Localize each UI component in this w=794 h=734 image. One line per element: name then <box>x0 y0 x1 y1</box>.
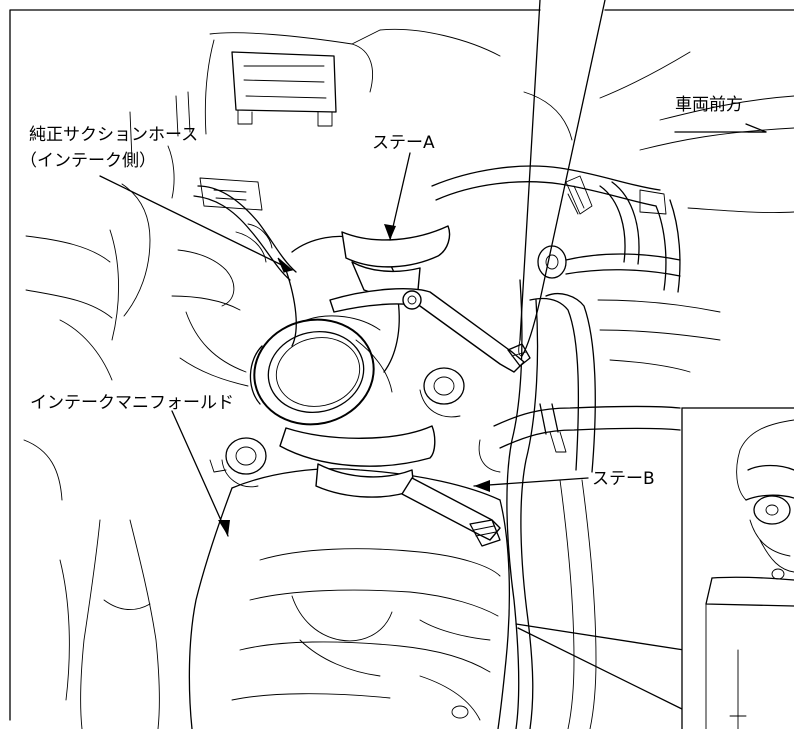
manifold-label: インテークマニフォールド <box>30 393 234 413</box>
manifold-leader <box>171 410 229 537</box>
inset-leader-upper <box>515 623 685 651</box>
callout-leaders <box>99 152 589 537</box>
hose-leader <box>99 175 293 271</box>
hose-label-line1: 純正サクションホース <box>29 125 198 145</box>
engine-bay-linework <box>23 28 794 730</box>
stay-a-bracket <box>329 225 531 373</box>
forward-label: 車両前方 <box>675 95 743 115</box>
frame-border <box>9 9 794 721</box>
inset-leader-lower <box>517 627 685 711</box>
stay-a-leader <box>389 152 411 241</box>
stay-b-leader <box>473 477 589 487</box>
stay-a-label: ステーA <box>372 133 435 153</box>
detail-inset <box>515 407 794 734</box>
forward-direction-arrow <box>674 123 767 133</box>
stay-b-label: ステーB <box>592 469 655 489</box>
stay-b-bracket <box>279 425 501 547</box>
hose-label-line2: （インテーク側） <box>20 151 156 171</box>
pointer-tool <box>518 0 606 357</box>
